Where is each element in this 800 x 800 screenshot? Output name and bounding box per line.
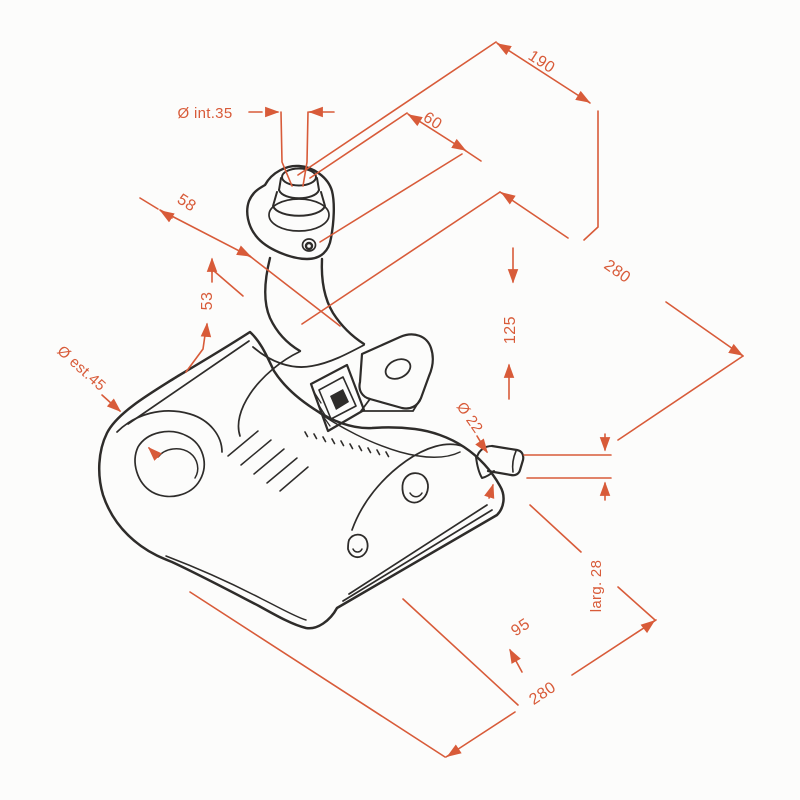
left-lobe-ring	[134, 430, 205, 498]
down-pipe	[252, 256, 366, 368]
inlet-cap-top	[281, 167, 317, 187]
teardrop-hole-small	[347, 533, 369, 559]
left-lobe-arc	[116, 410, 223, 453]
dimension-annotations: Ø int.35 58 53 60	[54, 41, 744, 758]
teardrop-hole-small-inner	[352, 548, 363, 553]
dim-width-note: larg. 28	[529, 504, 656, 621]
dim-label-outlet-diameter: Ø 22	[453, 399, 486, 436]
teardrop-hole-large-inner	[409, 492, 423, 498]
dim-inlet-inner-diameter: Ø int.35	[178, 105, 335, 187]
dim-label-flange-offset: 58	[174, 191, 199, 215]
dim-label-outlet-offset: 95	[508, 615, 533, 640]
outlet-neck	[475, 445, 495, 479]
bracket-boss-inner	[318, 376, 357, 420]
flange-bolt-hole	[301, 238, 317, 252]
bracket-plate	[358, 333, 434, 410]
end-cap-rim	[351, 443, 463, 531]
right-panel-sweep	[311, 407, 461, 458]
outlet-tip-face	[511, 450, 517, 473]
dim-pipe-height: 53	[185, 257, 244, 373]
muffler-body-outline	[97, 330, 505, 630]
left-lobe-inner-arc	[157, 448, 199, 479]
dim-label-body-length-bottom: 280	[526, 679, 559, 709]
mounting-bracket	[304, 333, 434, 458]
dim-label-inlet-inner-diameter: Ø int.35	[178, 105, 233, 122]
dim-label-body-outer-diameter: Ø est.45	[54, 343, 109, 395]
inlet-flange	[246, 164, 335, 261]
hatch-strokes	[227, 430, 309, 492]
inlet-cap-side	[278, 177, 320, 191]
dim-label-pipe-height: 53	[199, 292, 216, 311]
inlet-cap-lip	[278, 189, 320, 200]
end-seam-lines	[342, 504, 493, 602]
dim-mid-height: 125	[502, 247, 519, 400]
muffler-part	[97, 164, 525, 630]
dim-label-inlet-offset: 60	[420, 109, 445, 133]
pipe-wrap-curve	[237, 351, 300, 437]
bracket-boss	[309, 363, 366, 433]
pipe-left-edge	[263, 256, 302, 353]
dim-outlet-diameter: Ø 22	[453, 399, 612, 501]
flange-bolt-hole-inner	[304, 241, 314, 251]
dim-outlet-offset: 95	[402, 598, 533, 706]
teardrop-holes	[347, 472, 429, 559]
dim-label-body-length-top: 280	[601, 257, 634, 287]
dim-top-width: 190	[297, 41, 599, 241]
dim-label-mid-height: 125	[502, 316, 519, 344]
pipe-right-edge	[320, 257, 366, 346]
pipe-body-saddle	[252, 344, 365, 368]
dim-label-width-note: larg. 28	[588, 560, 605, 612]
outlet-tip	[486, 444, 525, 477]
bottom-seam	[165, 555, 307, 621]
flange-outline	[246, 164, 335, 261]
bracket-boss-hatch	[313, 391, 331, 427]
bracket-boss-center	[330, 389, 349, 410]
inlet-collar	[272, 191, 326, 217]
bracket-base-dots	[304, 431, 390, 458]
top-edge-inner	[127, 340, 250, 425]
teardrop-hole-large	[401, 472, 429, 504]
bracket-hole	[384, 358, 412, 380]
